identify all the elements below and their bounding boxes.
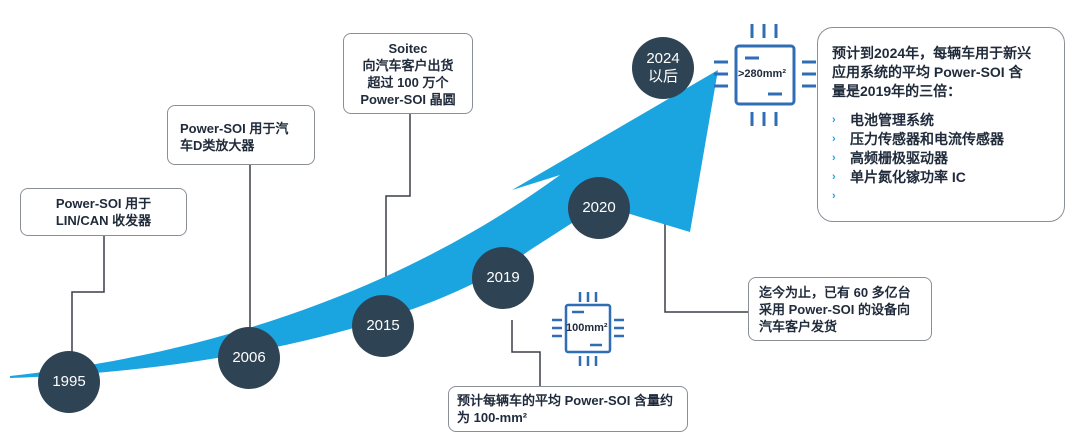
- year-circle-2006: 2006: [218, 327, 280, 389]
- year-suffix: 以后: [647, 68, 678, 85]
- year-label: 2015: [366, 317, 400, 334]
- list-item: › 高频栅极驱动器: [832, 149, 1064, 168]
- callout-line: 量是2019年的三倍：: [832, 83, 962, 99]
- callout-2019: 预计每辆车的平均 Power-SOI 含量约 为 100-mm²: [448, 386, 688, 432]
- application-list: › 电池管理系统 › 压力传感器和电流传感器 › 高频栅极驱动器 › 单片氮化镓功率 I…: [832, 111, 1064, 202]
- chevron-right-icon: ›: [832, 114, 836, 126]
- list-item: › 单片氮化镓功率 IC: [832, 168, 1064, 187]
- year-label: 2020: [582, 199, 616, 216]
- callout-2020: 迄今为止，已有 60 多亿台 采用 Power-SOI 的设备向 汽车客户发货: [748, 277, 932, 341]
- year-label: 1995: [52, 373, 86, 390]
- list-item: › 电池管理系统: [832, 111, 1064, 130]
- year-circle-2020: 2020: [568, 177, 630, 239]
- callout-line: Power-SOI 用于汽: [180, 121, 289, 136]
- chip-icon-large: [714, 24, 816, 126]
- callout-line: 车D类放大器: [180, 138, 255, 153]
- year-circle-2019: 2019: [472, 247, 534, 309]
- connector-1995: [71, 236, 105, 352]
- list-item: › 压力传感器和电流传感器: [832, 130, 1064, 149]
- callout-line: LIN/CAN 收发器: [55, 213, 152, 228]
- chevron-right-icon: ›: [832, 152, 836, 164]
- callout-line: 向汽车客户出货: [362, 58, 454, 73]
- list-item-label: 单片氮化镓功率 IC: [850, 169, 966, 185]
- chip-label-small: 100mm²: [566, 322, 608, 334]
- callout-line: 采用 Power-SOI 的设备向: [759, 302, 910, 317]
- connector-2019: [511, 320, 541, 386]
- callout-line: 超过 100 万个: [367, 75, 449, 90]
- connector-2015: [385, 114, 411, 296]
- year-circle-1995: 1995: [38, 351, 100, 413]
- callout-line: Power-SOI 晶圆: [360, 92, 456, 107]
- chip-label-large: >280mm²: [738, 68, 787, 80]
- callout-line: 为 100-mm²: [457, 410, 528, 425]
- callout-line: Soitec: [388, 41, 428, 56]
- chevron-right-icon: ›: [832, 133, 836, 145]
- callout-2015: Soitec 向汽车客户出货 超过 100 万个 Power-SOI 晶圆: [343, 33, 473, 114]
- callout-line: 迄今为止，已有 60 多亿台: [759, 285, 911, 300]
- chip-icon-small: [552, 292, 624, 366]
- year-label: 2024: [646, 50, 680, 67]
- list-item-label: 压力传感器和电流传感器: [850, 131, 1004, 147]
- list-item-label: 电池管理系统: [850, 112, 934, 128]
- list-item-label: 高频栅极驱动器: [850, 150, 948, 166]
- callout-line: 汽车客户发货: [759, 319, 838, 334]
- callout-line: Power-SOI 用于: [55, 196, 152, 211]
- callout-line: 应用系统的平均 Power-SOI 含: [832, 64, 1023, 80]
- callout-line: 预计到2024年，每辆车用于新兴: [832, 45, 1032, 61]
- year-label: 2019: [486, 269, 520, 286]
- year-circle-2015: 2015: [352, 295, 414, 357]
- callout-line: 预计每辆车的平均 Power-SOI 含量约: [457, 393, 673, 408]
- year-label: 2006: [232, 349, 266, 366]
- chevron-right-icon: ›: [832, 171, 836, 183]
- callout-2024: 预计到2024年，每辆车用于新兴 应用系统的平均 Power-SOI 含 量是2…: [817, 27, 1065, 222]
- callout-2006: Power-SOI 用于汽 车D类放大器: [167, 105, 315, 165]
- chevron-right-icon: ›: [832, 190, 836, 202]
- callout-1995: Power-SOI 用于 LIN/CAN 收发器: [20, 188, 187, 236]
